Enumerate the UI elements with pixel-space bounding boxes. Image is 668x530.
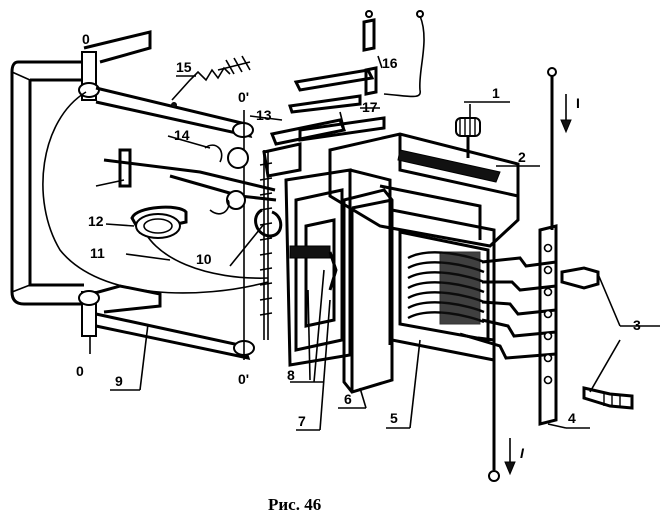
label-7: 7 [298, 413, 306, 429]
label-1: 1 [492, 85, 500, 101]
spring-loop [254, 208, 283, 238]
top-arm [78, 30, 254, 139]
label-3: 3 [633, 317, 641, 333]
current-arrow-bottom [504, 438, 516, 476]
spring [171, 55, 251, 101]
current-arrow-top [560, 94, 572, 134]
label-current-bottom: I [520, 445, 525, 461]
label-16: 16 [382, 55, 398, 71]
bottom-arm [78, 284, 255, 361]
top-contacts [288, 10, 425, 114]
adjust-screw [455, 117, 481, 158]
pole-block [342, 188, 394, 394]
damper-coil [130, 205, 188, 239]
main-coil [390, 208, 496, 362]
flexible-wire [42, 91, 269, 294]
plugs [560, 266, 634, 410]
label-17: 17 [362, 99, 378, 115]
top-yoke [328, 132, 520, 248]
current-rod-top [547, 67, 557, 230]
label-axis-0-top: 0 [82, 31, 90, 47]
label-9: 9 [115, 373, 123, 389]
leader-lines [105, 55, 660, 431]
label-5: 5 [390, 410, 398, 426]
current-rod-bottom [488, 470, 500, 482]
label-axis-0prime-bottom: 0' [238, 371, 249, 387]
terminal-board [538, 224, 558, 426]
label-6: 6 [344, 391, 352, 407]
label-8: 8 [287, 367, 295, 383]
label-11: 11 [90, 245, 105, 261]
coil-leads [459, 256, 557, 470]
pointer-lever [95, 144, 277, 215]
label-12: 12 [88, 213, 104, 229]
label-10: 10 [196, 251, 212, 267]
contact-plates [262, 116, 386, 178]
label-axis-0prime-top: 0' [238, 89, 249, 105]
label-14: 14 [174, 127, 190, 143]
figure-caption: Рис. 46 [268, 495, 321, 514]
label-2: 2 [518, 149, 526, 165]
label-13: 13 [256, 107, 272, 123]
label-4: 4 [568, 410, 576, 426]
label-current-top: I [576, 95, 580, 111]
label-axis-0-bottom: 0 [76, 363, 84, 379]
label-15: 15 [176, 59, 192, 75]
left-frame [10, 60, 86, 306]
